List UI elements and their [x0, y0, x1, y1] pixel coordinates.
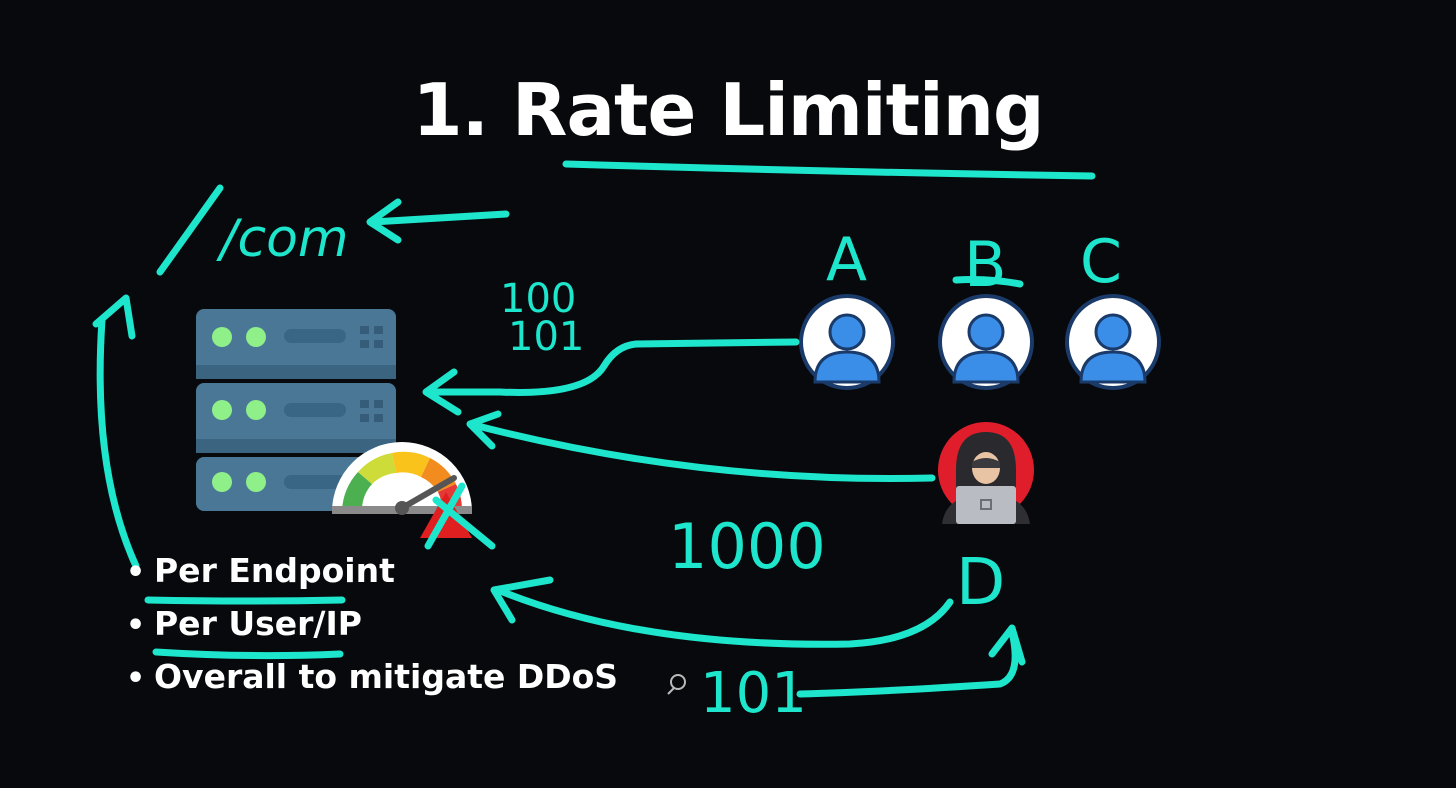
d-return-arrow: [490, 576, 954, 648]
user-label-a: A: [826, 225, 867, 295]
user-label-c: C: [1080, 227, 1122, 297]
attacker-count-label: 101: [700, 661, 807, 726]
list-item: •Overall to mitigate DDoS: [126, 657, 619, 696]
page-title: 1. Rate Limiting: [412, 68, 1044, 152]
endpoint-label: /com: [216, 209, 349, 269]
bullet-2-underline: [152, 648, 344, 660]
endpoint-arrow: [366, 198, 510, 244]
user-a-arrow: [422, 338, 800, 416]
user-label-d: D: [956, 546, 1005, 620]
user-b-underline: [952, 276, 1024, 288]
blocked-cross: [424, 482, 496, 550]
user-label-b: B: [964, 228, 1007, 301]
user-icon: [799, 294, 895, 390]
server-icon: [196, 309, 396, 511]
limit-lower-label: 101: [508, 314, 584, 360]
limit-upper-label: 100: [500, 276, 576, 322]
user-icon: [938, 294, 1034, 390]
user-icon: [1065, 294, 1161, 390]
title-underline: [562, 160, 1096, 180]
speedometer-icon: [332, 442, 472, 538]
link-icon: [667, 674, 686, 695]
hacker-icon: [938, 422, 1034, 524]
endpoint-slash: [156, 184, 224, 276]
bullet-text: Per User/IP: [154, 604, 362, 643]
list-item: •Per User/IP: [126, 604, 362, 643]
attacker-arrow: [466, 410, 936, 483]
bullet-text: Overall to mitigate DDoS: [154, 657, 619, 696]
list-item: •Per Endpoint: [126, 551, 395, 590]
loop-arrow: [92, 294, 140, 570]
bullet-text: Per Endpoint: [154, 551, 395, 590]
attack-count-label: 1000: [668, 510, 826, 583]
rate-limit-scopes: •Per Endpoint •Per User/IP •Overall to m…: [126, 548, 618, 707]
d-counter-arrow: [796, 624, 1026, 698]
bullet-1-underline: [144, 596, 346, 605]
